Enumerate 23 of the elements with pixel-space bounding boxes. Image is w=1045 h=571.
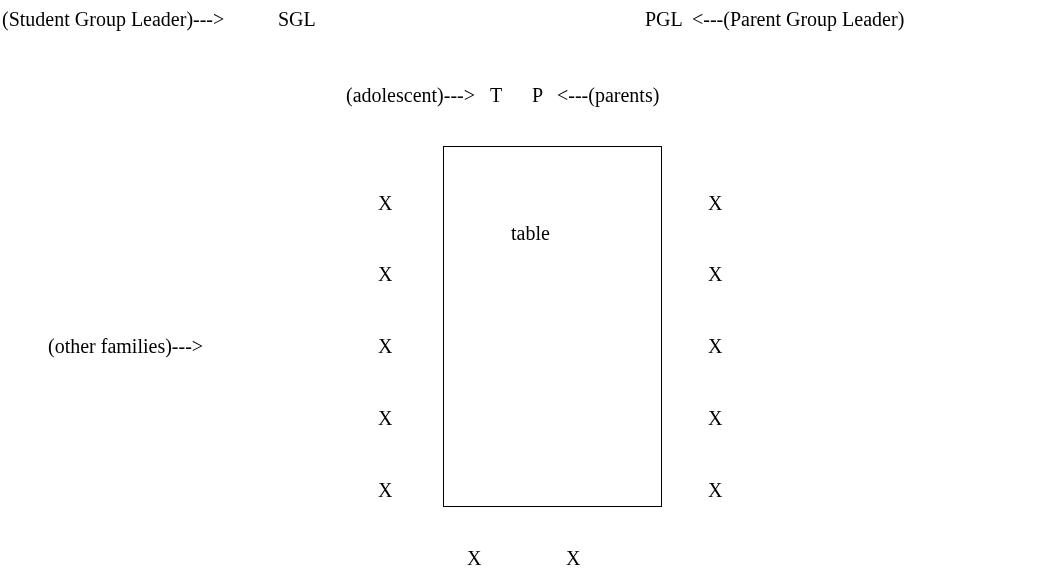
- seat-label: X: [708, 262, 723, 286]
- seat-label: P: [532, 83, 544, 107]
- table-label: table: [511, 221, 550, 245]
- seat-label: X: [708, 478, 723, 502]
- seat-label: T: [490, 83, 503, 107]
- seat-label: <---(Parent Group Leader): [692, 7, 905, 31]
- seat-label: X: [378, 478, 393, 502]
- seat-label: X: [708, 334, 723, 358]
- seat-label: X: [708, 406, 723, 430]
- seat-label: (adolescent)--->: [346, 83, 475, 107]
- seat-label: SGL: [278, 7, 316, 31]
- table-outline: [443, 146, 662, 507]
- seat-label: X: [378, 406, 393, 430]
- seat-label: X: [378, 334, 393, 358]
- seat-label: X: [566, 546, 581, 570]
- seat-label: X: [378, 191, 393, 215]
- seat-label: (other families)--->: [48, 334, 204, 358]
- seat-label: X: [708, 191, 723, 215]
- seat-label: (Student Group Leader)--->: [2, 7, 225, 31]
- seat-label: PGL: [645, 7, 683, 31]
- seat-label: <---(parents): [557, 83, 660, 107]
- seat-label: X: [467, 546, 482, 570]
- seat-label: X: [378, 262, 393, 286]
